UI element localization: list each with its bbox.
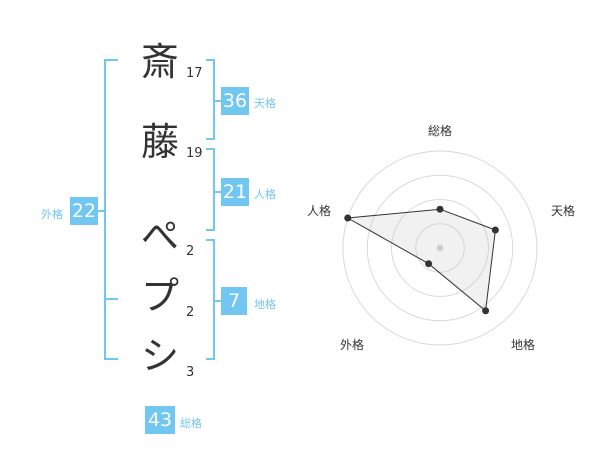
tenkaku-bracket — [206, 59, 215, 140]
stroke-count-4: 2 — [186, 305, 195, 320]
soukaku-value: 43 — [145, 406, 175, 434]
tenkaku-value: 36 — [221, 87, 249, 115]
axis-label-soukaku: 総格 — [428, 124, 453, 138]
stroke-count-5: 3 — [186, 365, 195, 380]
chikaku-bracket — [206, 239, 215, 360]
radar-point-1 — [436, 205, 444, 213]
gaikaku-value: 22 — [70, 197, 98, 225]
chikaku-value: 7 — [221, 287, 247, 315]
soukaku-label: 総格 — [180, 417, 202, 430]
stroke-count-1: 17 — [186, 66, 203, 81]
axis-label-gaikaku: 外格 — [340, 338, 365, 352]
jinkaku-label: 人格 — [254, 188, 276, 201]
name-char-1: 斎 — [140, 40, 179, 84]
radar-grid-ring — [415, 223, 465, 273]
axis-label-chikaku: 地格 — [511, 338, 536, 352]
tenkaku-label: 天格 — [254, 97, 276, 110]
radar-point-2 — [491, 226, 499, 234]
jinkaku-bracket — [206, 148, 215, 231]
radar-grid-ring — [366, 174, 514, 322]
radar-point-5 — [344, 214, 352, 222]
radar-grid-ring — [342, 150, 538, 346]
radar-grid-ring — [391, 199, 489, 297]
jinkaku-value: 21 — [221, 178, 249, 206]
stroke-count-3: 2 — [186, 244, 195, 259]
name-char-3: ぺ — [140, 214, 179, 258]
name-char-4: プ — [140, 274, 179, 318]
gaikaku-label: 外格 — [41, 208, 63, 221]
radar-center-dot — [436, 244, 444, 252]
radar-point-3 — [482, 307, 490, 315]
name-char-2: 藤 — [140, 120, 179, 164]
name-char-5: シ — [140, 334, 179, 378]
axis-label-tenkaku: 天格 — [551, 204, 576, 218]
radar-value-polygon — [346, 208, 496, 312]
axis-label-jinkaku: 人格 — [307, 204, 332, 218]
gaikaku-bracket — [104, 59, 118, 360]
radar-point-4 — [425, 260, 433, 268]
chikaku-label: 地格 — [254, 298, 276, 311]
stroke-count-2: 19 — [186, 146, 203, 161]
